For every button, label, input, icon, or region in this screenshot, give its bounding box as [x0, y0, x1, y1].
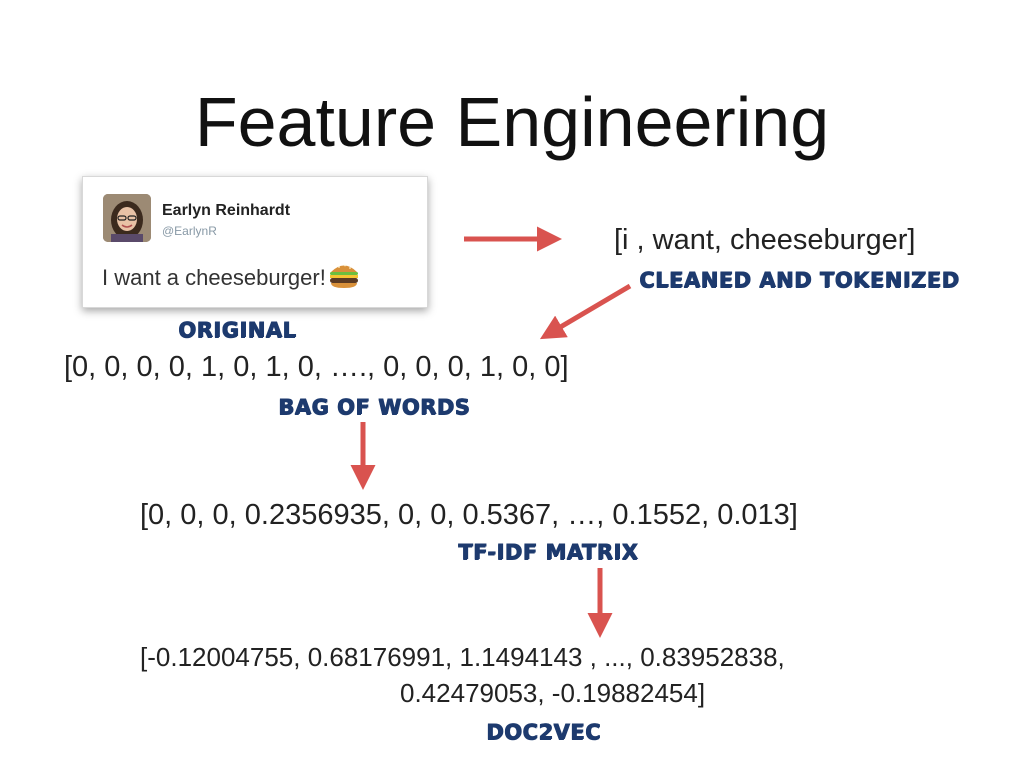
original-label: Original	[178, 318, 297, 342]
doc2vec-vector-line2: 0.42479053, -0.19882454]	[400, 678, 706, 708]
doc2vec-vector-line1: [-0.12004755, 0.68176991, 1.1494143 , ..…	[140, 642, 785, 672]
tweet-text: I want a cheeseburger!	[102, 265, 326, 290]
tweet-text-row: I want a cheeseburger!	[102, 261, 360, 295]
tokens-text: [i , want, cheeseburger]	[614, 224, 916, 256]
avatar	[103, 194, 151, 242]
cleaned-tokenized-label: Cleaned and Tokenized	[639, 268, 960, 292]
tweet-author-name: Earlyn Reinhardt	[162, 202, 291, 219]
cheeseburger-icon	[328, 261, 360, 295]
tweet-card: Earlyn Reinhardt @EarlynR I want a chees…	[82, 176, 428, 308]
doc2vec-label: Doc2Vec	[486, 720, 601, 744]
bag-of-words-vector: [0, 0, 0, 0, 1, 0, 1, 0, …., 0, 0, 0, 1,…	[64, 351, 569, 383]
tweet-author-handle: @EarlynR	[162, 224, 217, 238]
tfidf-label: TF-IDF Matrix	[458, 540, 639, 564]
tfidf-vector: [0, 0, 0, 0.2356935, 0, 0, 0.5367, …, 0.…	[140, 499, 798, 531]
arrow-to-bag-of-words	[539, 283, 632, 340]
slide-title: Feature Engineering	[194, 83, 830, 161]
bag-of-words-label: Bag of Words	[278, 395, 471, 419]
